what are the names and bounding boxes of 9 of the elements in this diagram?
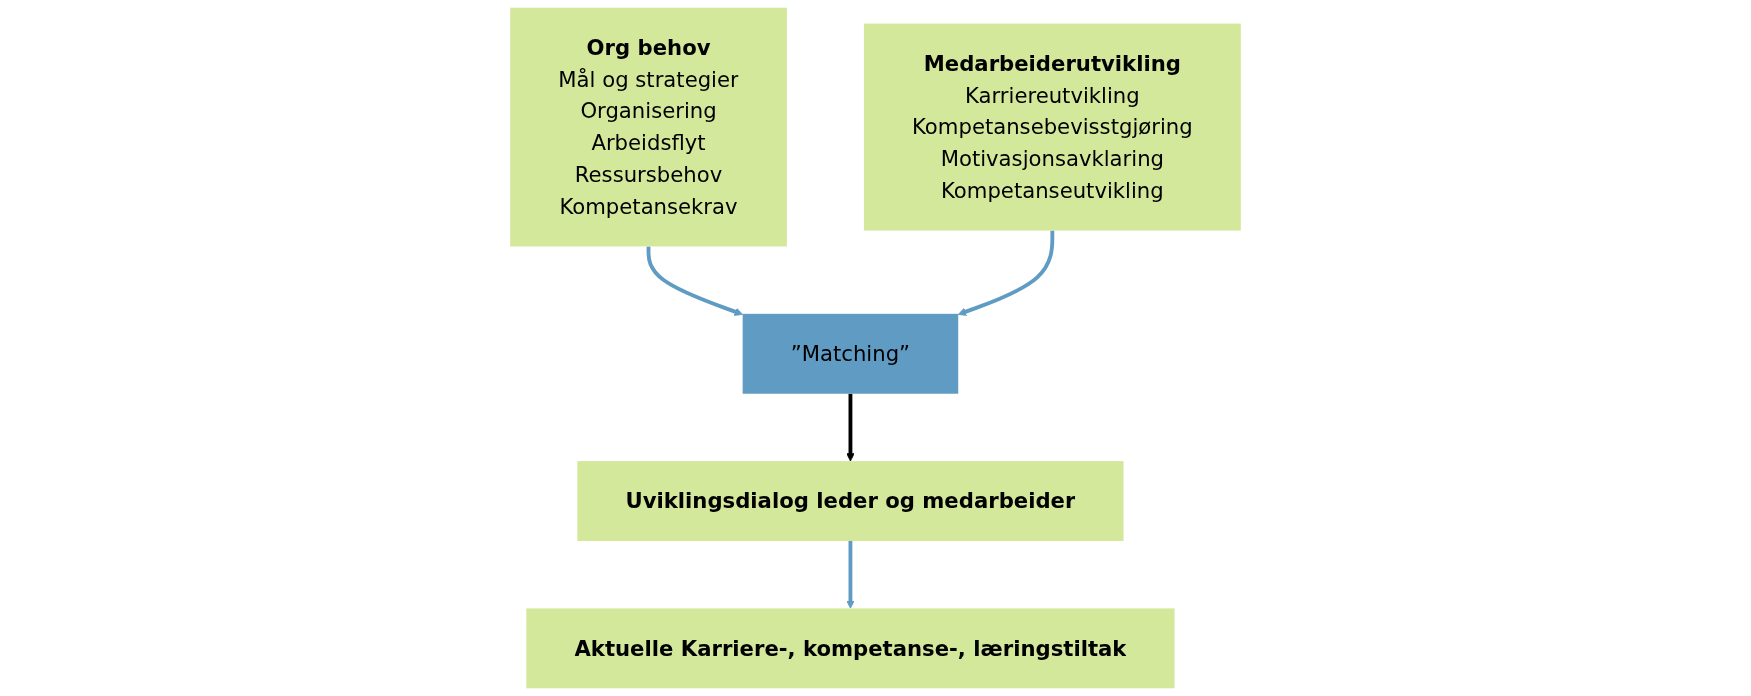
node-box: Org behov Mål og strategier Organisering Arbeidsflyt Ressursbehov Kompetansekrav xyxy=(510,7,787,247)
arrow xyxy=(846,541,855,609)
arrow xyxy=(646,246,744,316)
node-box: ”Matching” xyxy=(742,313,959,394)
node-box: Aktuelle Karriere-, kompetanse-, læringstiltak xyxy=(526,608,1175,689)
arrow xyxy=(846,393,855,462)
arrow xyxy=(957,230,1055,316)
node-box: Medarbeiderutvikling Karriereutvikling Kompetansebevisstgjøring Motivasjonsavklaring Kompetanseutvikling xyxy=(863,23,1241,231)
node-box: Uviklingsdialog leder og medarbeider xyxy=(577,461,1124,541)
